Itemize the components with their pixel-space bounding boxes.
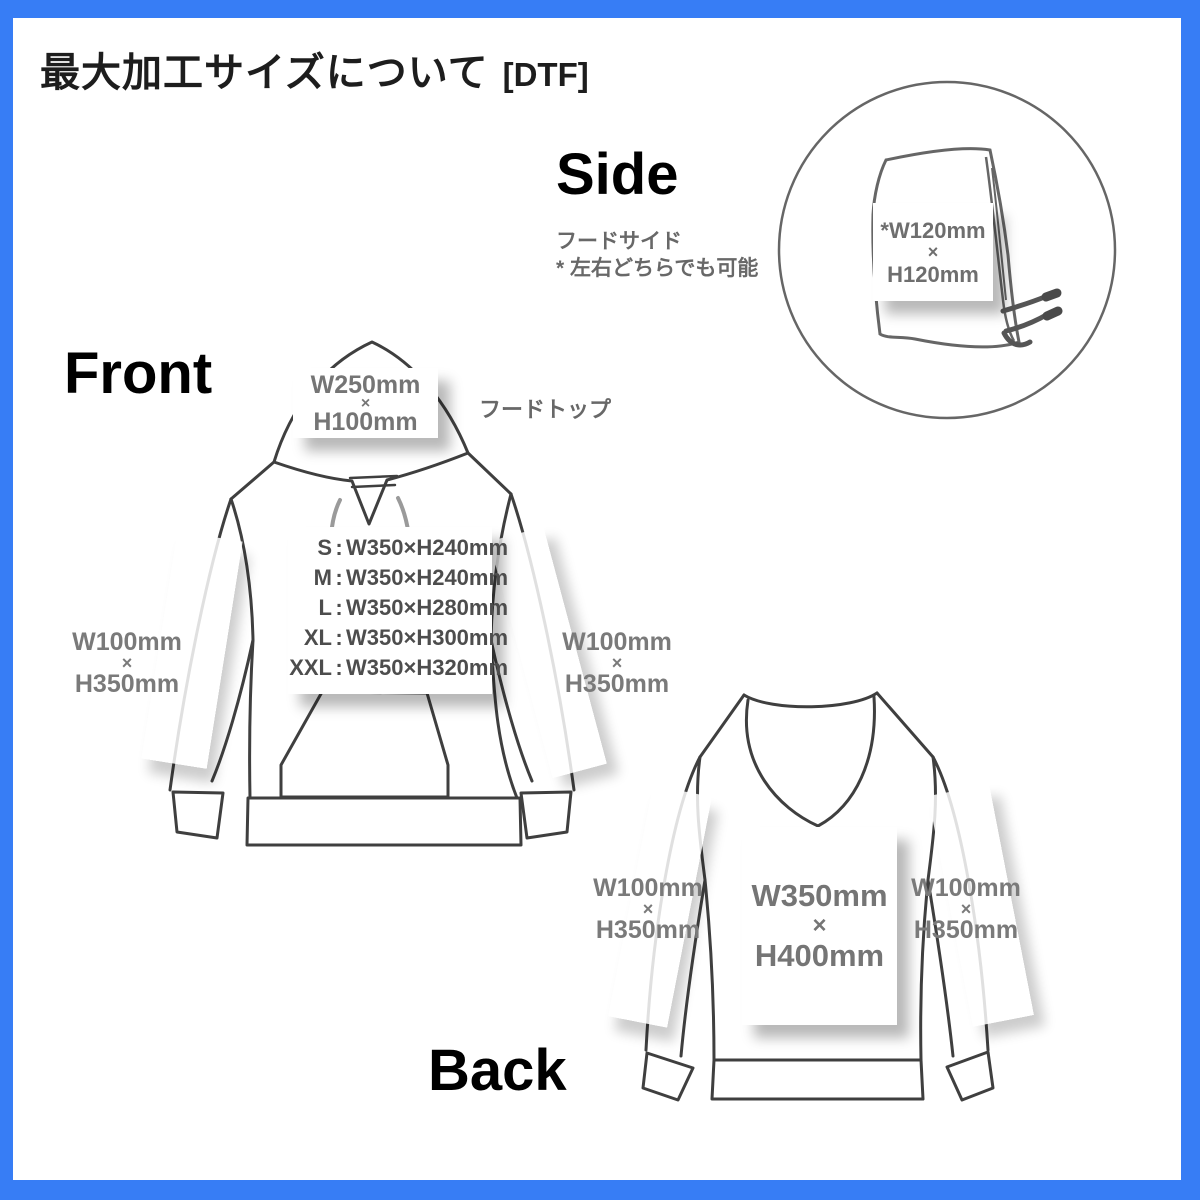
hood-side-size-label: *W120mm × H120mm bbox=[873, 203, 993, 301]
back-print-height: H400mm bbox=[754, 938, 885, 973]
multiply-sign: × bbox=[642, 899, 654, 919]
hood-top-height: H100mm bbox=[313, 407, 418, 436]
multiply-sign: × bbox=[121, 653, 133, 673]
multiply-sign: × bbox=[611, 653, 623, 673]
back-print-width: W350mm bbox=[751, 878, 888, 913]
section-heading-front: Front bbox=[64, 341, 213, 406]
size-row: L:W350×H280mm bbox=[318, 595, 509, 620]
multiply-sign: × bbox=[927, 241, 939, 262]
multiply-sign: × bbox=[812, 912, 827, 939]
side-caption: フードサイド * 左右どちらでも可能 bbox=[556, 228, 758, 282]
size-row: M:W350×H240mm bbox=[313, 565, 509, 590]
multiply-sign: × bbox=[360, 394, 371, 412]
page-title: 最大加工サイズについて [DTF] bbox=[40, 40, 589, 98]
page-title-text: 最大加工サイズについて bbox=[40, 51, 489, 95]
section-heading-side: Side bbox=[556, 142, 679, 207]
section-heading-back: Back bbox=[428, 1038, 567, 1103]
hood-top-size-label: W250mm × H100mm bbox=[293, 368, 438, 438]
front-left-sleeve-size-label: W100mm × H350mm bbox=[72, 628, 182, 698]
side-caption-line2: * 左右どちらでも可能 bbox=[556, 257, 759, 280]
back-right-sleeve-size-label: W100mm × H350mm bbox=[911, 874, 1021, 944]
size-row: XL:W350×H300mm bbox=[303, 625, 509, 650]
hood-side-width: *W120mm bbox=[880, 217, 986, 243]
size-row: S:W350×H240mm bbox=[317, 535, 509, 560]
size-row: XXL:W350×H320mm bbox=[289, 655, 509, 680]
back-print-size-label: W350mm × H400mm bbox=[742, 827, 897, 1025]
front-right-sleeve-size-label: W100mm × H350mm bbox=[562, 628, 672, 698]
front-body-size-table: S:W350×H240mm M:W350×H240mm L:W350×H280m… bbox=[288, 527, 509, 694]
hood-top-caption: フードトップ bbox=[479, 397, 612, 422]
multiply-sign: × bbox=[960, 899, 972, 919]
hood-side-height: H120mm bbox=[887, 261, 979, 287]
back-left-sleeve-size-label: W100mm × H350mm bbox=[593, 874, 703, 944]
hood-top-width: W250mm bbox=[310, 370, 421, 399]
side-caption-line1: フードサイド bbox=[556, 230, 682, 253]
page-title-tag: [DTF] bbox=[502, 56, 589, 93]
